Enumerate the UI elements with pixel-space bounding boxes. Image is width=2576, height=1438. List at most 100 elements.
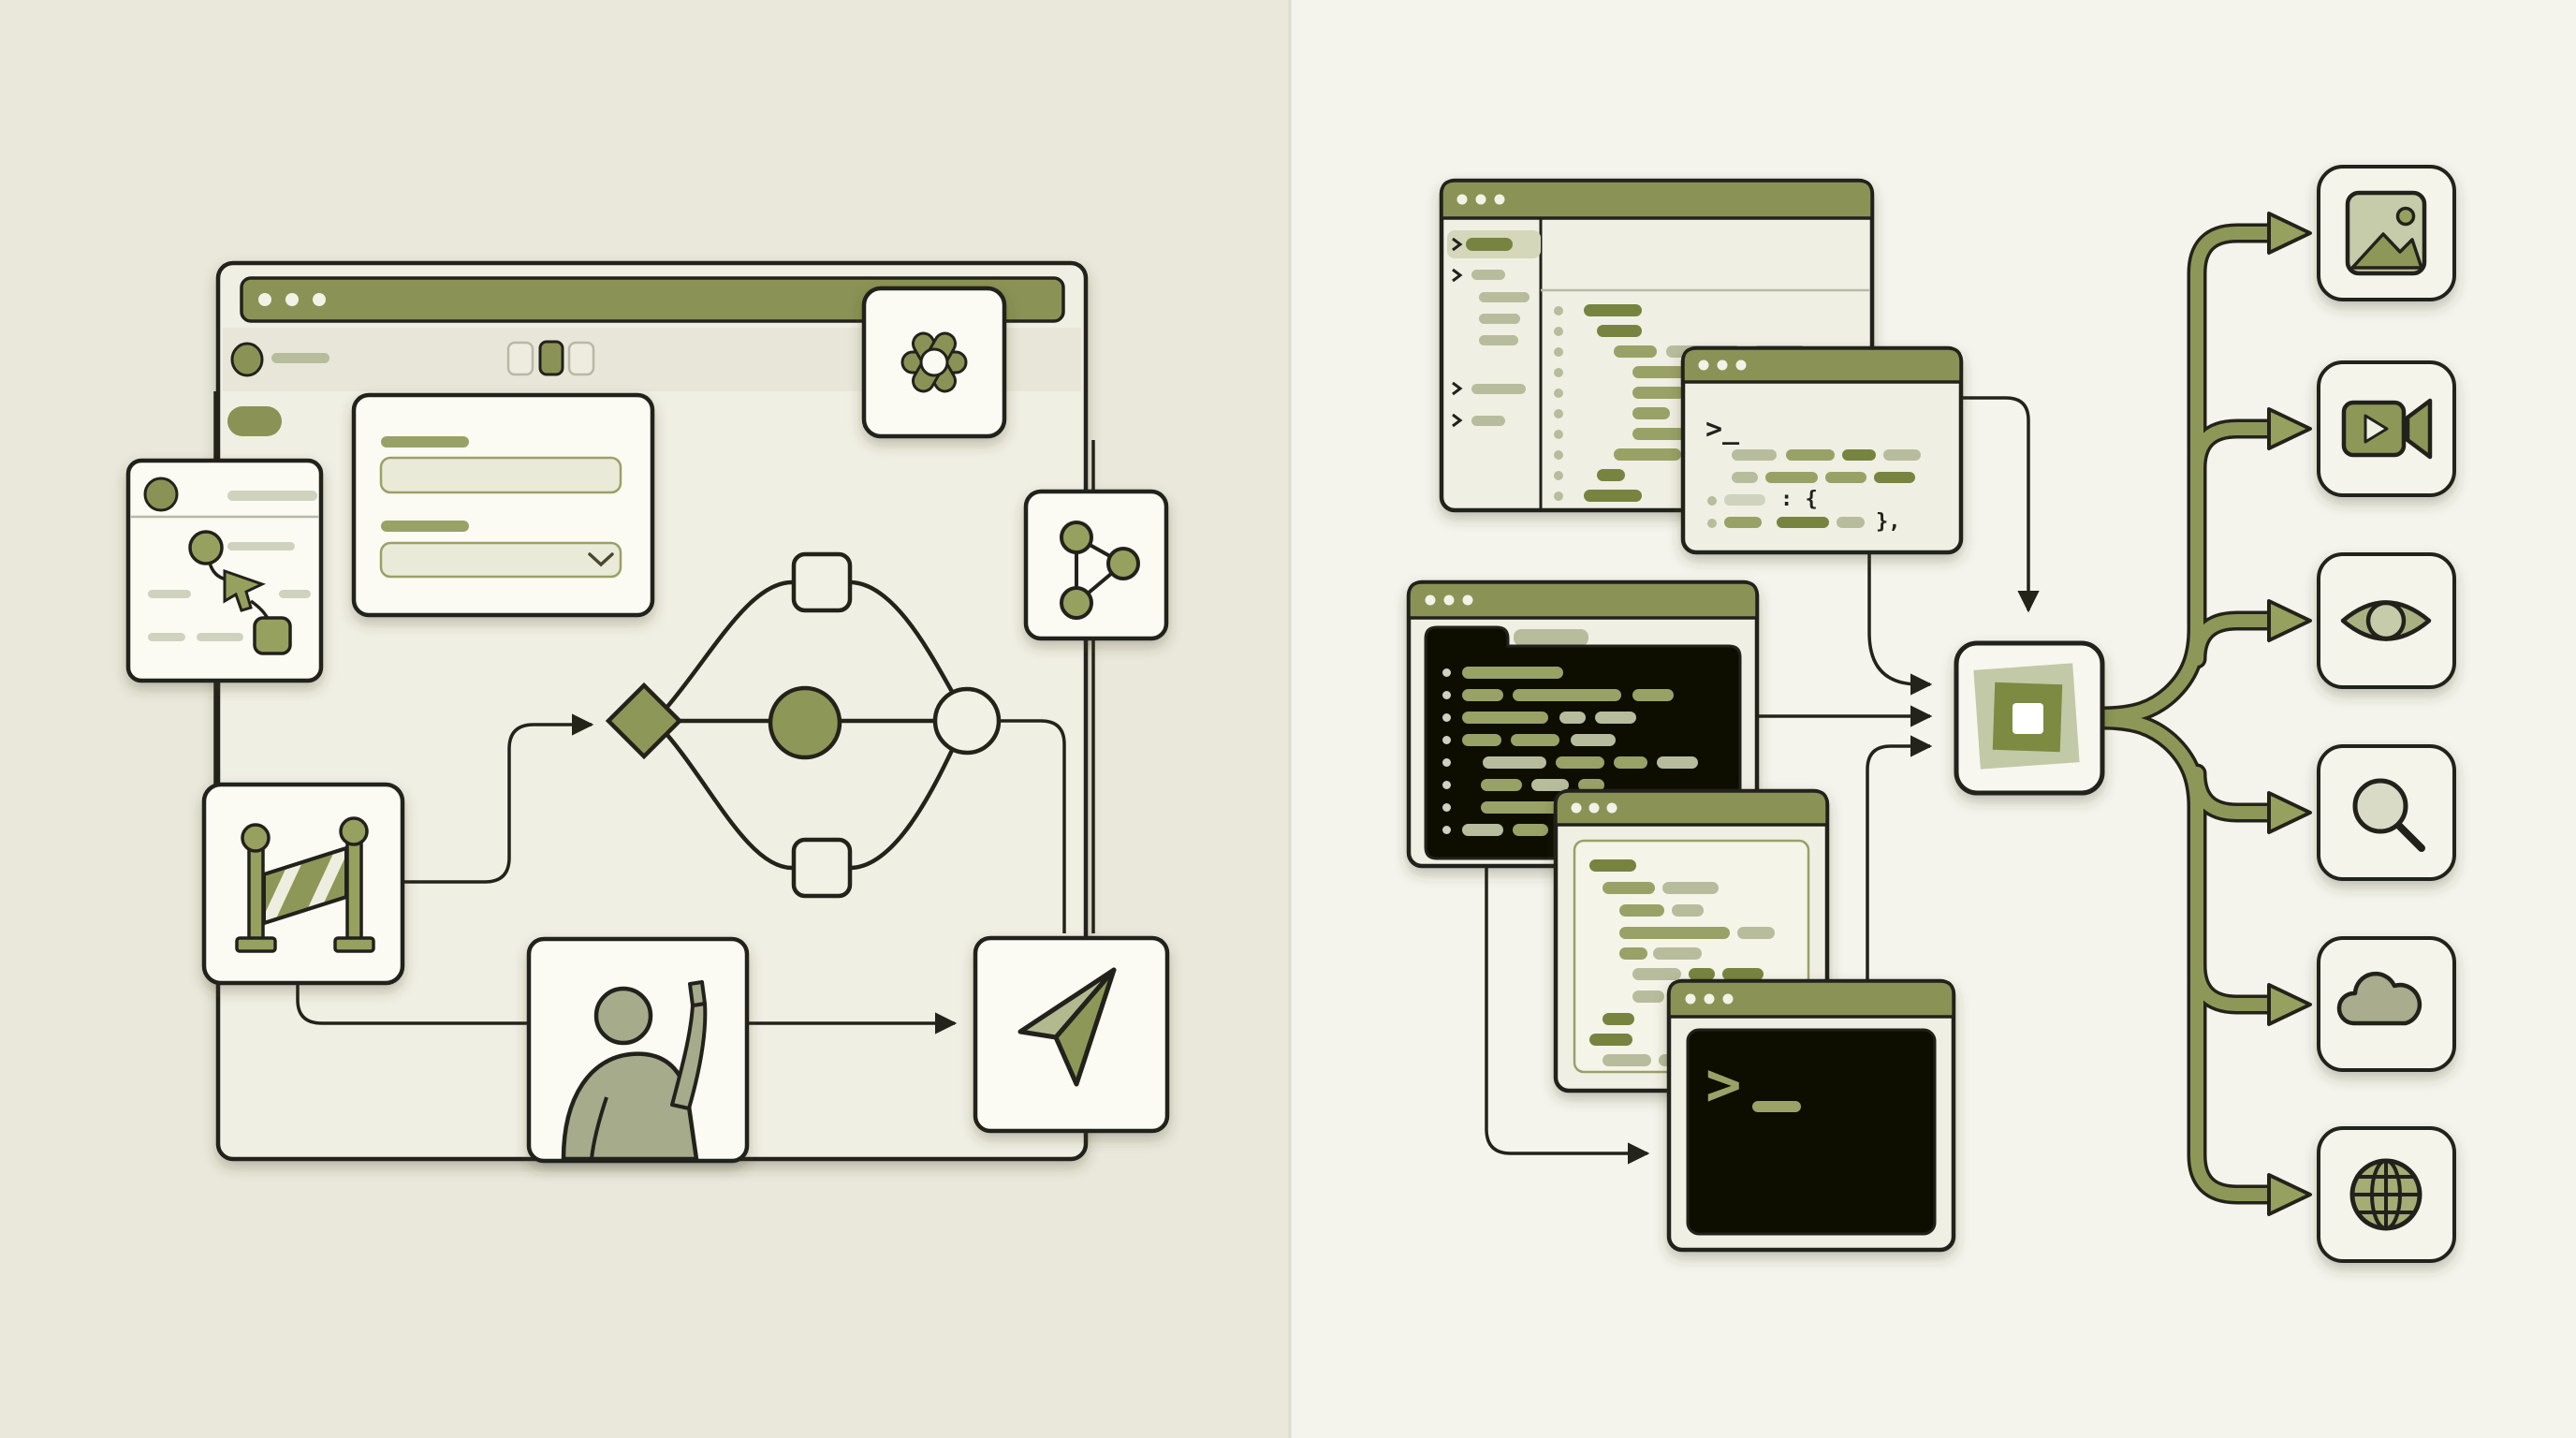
send-plane-tile[interactable]: [973, 935, 1170, 1134]
terminal-prompt: >_: [1705, 413, 1740, 446]
placeholder-bar: [1595, 712, 1636, 724]
placeholder-bar: [1483, 756, 1546, 769]
mini-flow-circle: [188, 530, 224, 565]
left-connectors: [213, 391, 1095, 1034]
placeholder-bar: [1737, 927, 1775, 939]
mini-terminal-titlebar: [1681, 346, 1963, 384]
placeholder-bar: [1597, 469, 1625, 481]
process-circle-node[interactable]: [768, 685, 842, 760]
editor-connectors: [1867, 396, 2040, 696]
processor-node[interactable]: [1954, 640, 2105, 796]
mini-terminal-window: >_ : { },: [1680, 345, 1964, 555]
cursor-icon: [223, 568, 266, 612]
segment-button-left[interactable]: [506, 341, 534, 376]
placeholder-bar: [227, 491, 317, 501]
placeholder-bar: [1471, 270, 1505, 280]
placeholder-bar: [1874, 472, 1915, 483]
placeholder-bar: [1462, 689, 1503, 701]
toolbar-placeholder-text: [271, 353, 329, 363]
openai-logo-icon: [900, 331, 968, 393]
window-controls[interactable]: [1456, 194, 1505, 205]
branch-arrowheads: [2267, 212, 2312, 1216]
placeholder-bar: [1765, 472, 1818, 483]
decision-diamond-node[interactable]: [605, 682, 683, 760]
output-tile-web[interactable]: [2317, 1126, 2456, 1263]
placeholder-bar: [1479, 314, 1520, 324]
terminal-titlebar: [1667, 979, 1955, 1019]
placeholder-bar: [1777, 517, 1829, 528]
placeholder-bar: [1724, 517, 1762, 528]
toolbar-segmented-buttons[interactable]: [506, 340, 595, 376]
placeholder-bar: [1732, 472, 1758, 483]
share-network-tile[interactable]: [1023, 489, 1169, 641]
eye-icon: [2340, 600, 2432, 641]
output-tile-vision[interactable]: [2317, 552, 2456, 689]
placeholder-bar: [1842, 449, 1876, 461]
output-tile-cloud[interactable]: [2317, 936, 2456, 1072]
editor-tab-inactive[interactable]: [1514, 629, 1588, 646]
send-plane-icon: [1017, 967, 1117, 1087]
placeholder-bar: [1442, 668, 1451, 677]
placeholder-bar: [1471, 416, 1505, 426]
placeholder-bar: [1825, 472, 1866, 483]
light-code-lines: [1589, 859, 1775, 1066]
placeholder-bar: [1707, 519, 1717, 528]
cloud-icon: [2336, 971, 2422, 1026]
placeholder-bar: [1479, 292, 1530, 302]
primary-pill-button[interactable]: [227, 406, 282, 436]
window-controls[interactable]: [1698, 360, 1747, 371]
placeholder-bar: [1722, 968, 1764, 980]
window-controls[interactable]: [1425, 594, 1473, 606]
output-tile-video[interactable]: [2317, 360, 2456, 497]
placeholder-bar: [1554, 450, 1563, 460]
placeholder-bar: [1442, 736, 1451, 744]
output-tile-image[interactable]: [2317, 165, 2456, 301]
placeholder-bar: [1632, 387, 1685, 399]
task-square-bottom-node[interactable]: [791, 837, 853, 899]
avatar[interactable]: [230, 342, 264, 377]
placeholder-bar: [1632, 990, 1664, 1003]
placeholder-bar: [271, 353, 329, 363]
placeholder-bar: [148, 633, 185, 641]
placeholder-bar: [1462, 824, 1503, 836]
placeholder-bar: [279, 590, 311, 598]
mini-board-card: [125, 458, 324, 683]
dark-window-connectors: [1485, 705, 1933, 1165]
placeholder-bar: [1554, 368, 1563, 377]
editor-sidebar-items: [1466, 238, 1530, 426]
barrier-tile[interactable]: [201, 782, 405, 986]
dropdown-select[interactable]: [379, 541, 622, 579]
text-input[interactable]: [379, 456, 622, 494]
placeholder-bar: [1554, 306, 1563, 315]
placeholder-bar: [1554, 492, 1563, 501]
globe-icon: [2349, 1158, 2422, 1231]
placeholder-bar: [381, 436, 469, 448]
placeholder-bar: [1584, 490, 1642, 502]
placeholder-bar: [1603, 1054, 1651, 1066]
share-network-icon: [1060, 521, 1140, 620]
dark-window-titlebar: [1407, 580, 1759, 620]
placeholder-bar: [197, 633, 243, 641]
placeholder-bar: [1571, 734, 1616, 746]
window-controls[interactable]: [1685, 993, 1734, 1005]
placeholder-bar: [1597, 325, 1642, 337]
window-controls[interactable]: [258, 293, 326, 306]
output-tile-search[interactable]: [2317, 744, 2456, 881]
person-pointing-tile[interactable]: [526, 936, 750, 1164]
placeholder-bar: [1554, 430, 1563, 439]
placeholder-bar: [1614, 756, 1647, 769]
placeholder-bar: [1614, 448, 1681, 461]
placeholder-bar: [1724, 494, 1765, 506]
window-controls[interactable]: [1571, 802, 1617, 814]
placeholder-bar: [1462, 734, 1501, 746]
segment-button-right[interactable]: [567, 341, 595, 376]
placeholder-bar: [1442, 691, 1451, 699]
placeholder-bar: [1589, 1034, 1632, 1046]
segment-button-active[interactable]: [538, 340, 564, 376]
end-circle-node[interactable]: [932, 686, 1002, 756]
task-square-top-node[interactable]: [791, 551, 853, 613]
terminal-window: >: [1666, 978, 1956, 1253]
placeholder-bar: [1837, 517, 1865, 528]
placeholder-bar: [1481, 801, 1574, 814]
